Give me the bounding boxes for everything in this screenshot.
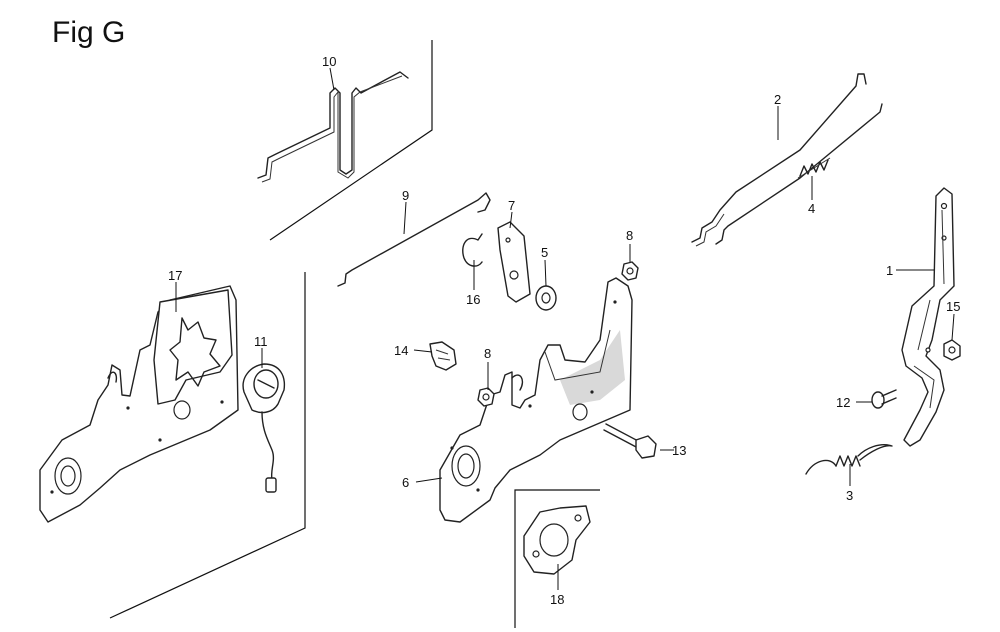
- part-5-washer: [535, 285, 557, 311]
- divider-gasket-18: [514, 489, 600, 628]
- callout-11: 11: [254, 334, 268, 349]
- leader-9: [403, 201, 407, 235]
- divider-plate-17: [109, 272, 306, 619]
- callout-labels: 10 9 7 5 8 16 14 8 6 13 18 17 11 2 4 1 1…: [168, 54, 960, 607]
- leader-10: [329, 67, 335, 91]
- part-10-governor-rod: [257, 71, 409, 183]
- callout-7: 7: [508, 198, 515, 213]
- leader-lines: [175, 67, 955, 590]
- part-17-plate-assembly: [39, 285, 239, 523]
- part-9-throttle-rod: [337, 192, 491, 287]
- callout-14: 14: [394, 343, 408, 358]
- callout-15: 15: [946, 299, 960, 314]
- figure-title: Fig G: [52, 16, 126, 49]
- leader-5: [544, 259, 547, 287]
- callout-18: 18: [550, 592, 564, 607]
- part-11-switch: [242, 363, 286, 493]
- part-3-spring: [805, 444, 893, 475]
- part-4-spring: [797, 157, 831, 179]
- callout-8-lower: 8: [484, 346, 491, 361]
- part-12-screw: [871, 389, 897, 409]
- leader-7: [509, 211, 513, 229]
- callout-17: 17: [168, 268, 182, 283]
- callout-1: 1: [886, 263, 893, 278]
- callout-16: 16: [466, 292, 480, 307]
- part-14-clamp: [429, 341, 457, 371]
- callout-10: 10: [322, 54, 336, 69]
- part-8-nut-lower: [477, 387, 495, 407]
- part-18-gasket: [523, 505, 591, 575]
- callout-8-upper: 8: [626, 228, 633, 243]
- callout-3: 3: [846, 488, 853, 503]
- leader-14: [413, 349, 433, 353]
- divider-rod-10: [269, 40, 433, 241]
- callout-2: 2: [774, 92, 781, 107]
- part-7-choke-lever: [497, 221, 531, 303]
- part-13-bolt: [603, 423, 657, 459]
- callout-12: 12: [836, 395, 850, 410]
- part-1-control-lever: [901, 187, 955, 447]
- part-16-clip: [462, 233, 483, 267]
- section-dividers: [109, 40, 600, 628]
- leader-15: [951, 313, 955, 341]
- part-2-rod: [691, 73, 867, 247]
- part-8-nut-upper: [621, 261, 639, 281]
- callout-4: 4: [808, 201, 815, 216]
- part-6-control-plate: [439, 277, 633, 523]
- callout-9: 9: [402, 188, 409, 203]
- callout-5: 5: [541, 245, 548, 260]
- callout-6: 6: [402, 475, 409, 490]
- part-15-nut: [943, 339, 961, 361]
- callout-13: 13: [672, 443, 686, 458]
- part-4-rod-spring: [715, 103, 883, 245]
- leader-6: [415, 477, 443, 483]
